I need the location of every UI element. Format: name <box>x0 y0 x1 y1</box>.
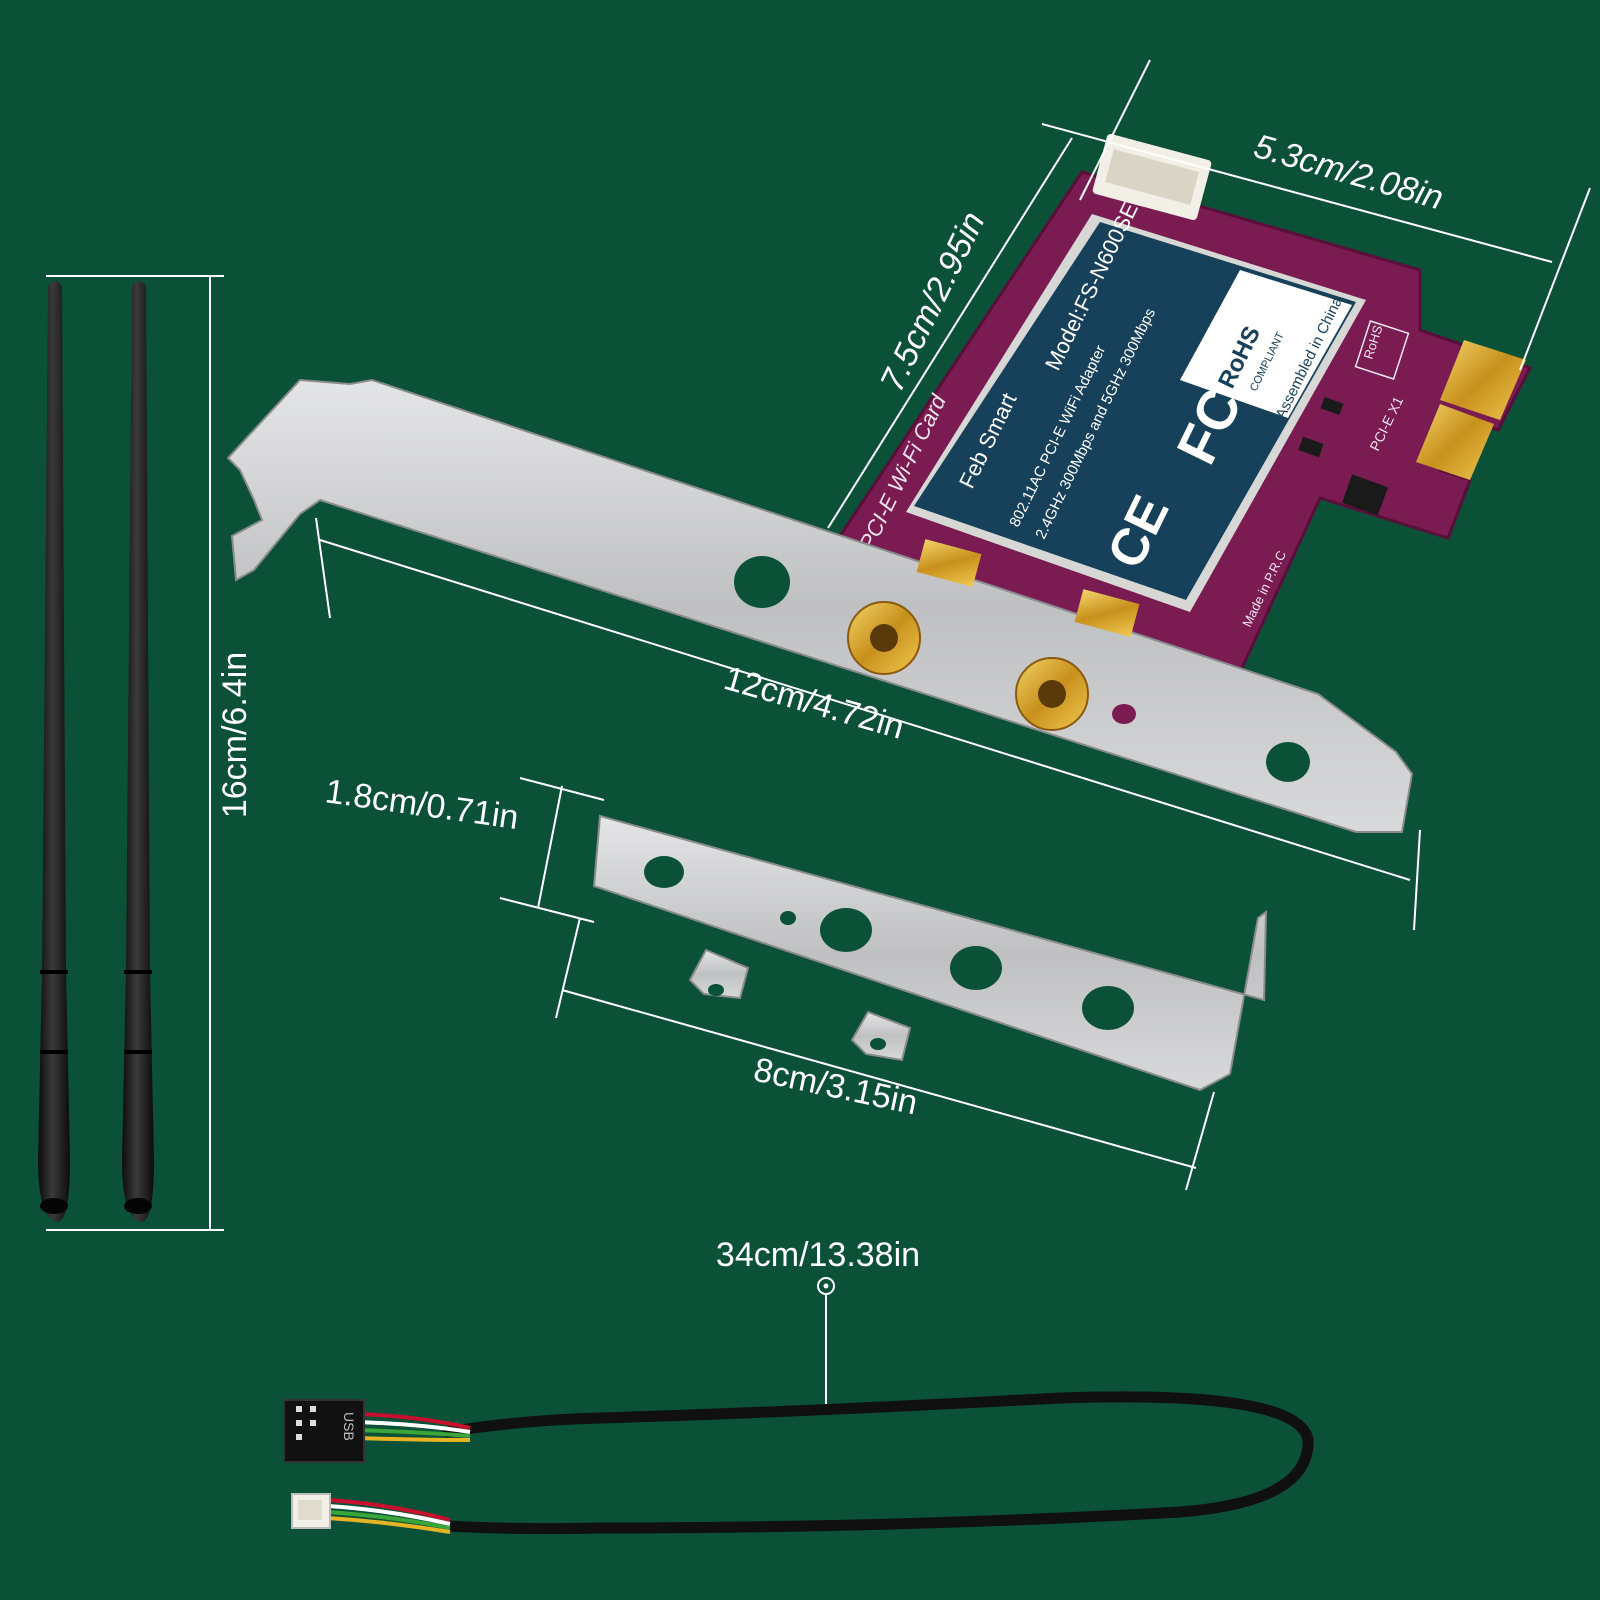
cable-wire <box>442 1391 1314 1535</box>
bracket-icon <box>226 378 1414 1092</box>
bracket-low-label: 8cm/3.15in <box>750 1051 921 1123</box>
antenna-right <box>122 281 154 1222</box>
cable-length-label: 34cm/13.38in <box>716 1236 920 1274</box>
antenna-left <box>38 281 70 1222</box>
antenna-dimension: 16cm/6.4in <box>46 275 254 1231</box>
sma-connector-1 <box>847 539 982 675</box>
bracket-low-height-dimension: 1.8cm/0.71in <box>323 772 605 923</box>
header-connector <box>291 1493 331 1529</box>
card-width-label: 5.3cm/2.08in <box>1250 127 1448 217</box>
antenna-icon <box>38 281 154 1222</box>
antenna-dimension-label: 16cm/6.4in <box>216 652 254 818</box>
cable-dimension: 34cm/13.38in <box>716 1236 920 1404</box>
gold-fingers <box>1416 340 1526 480</box>
sma-connector-2 <box>1015 589 1140 731</box>
cable-wires-bottom <box>327 1498 451 1534</box>
usb-connector-label: USB <box>341 1412 357 1441</box>
usb-connector: USB <box>283 1399 365 1463</box>
bracket-full <box>226 378 1414 833</box>
cable-wires-top <box>355 1412 471 1442</box>
bracket-low <box>592 814 1268 1092</box>
cable-icon: 34cm/13.38in USB <box>283 1236 1314 1535</box>
bracket-low-height-label: 1.8cm/0.71in <box>323 772 521 837</box>
usb-header-connector <box>1092 133 1212 221</box>
